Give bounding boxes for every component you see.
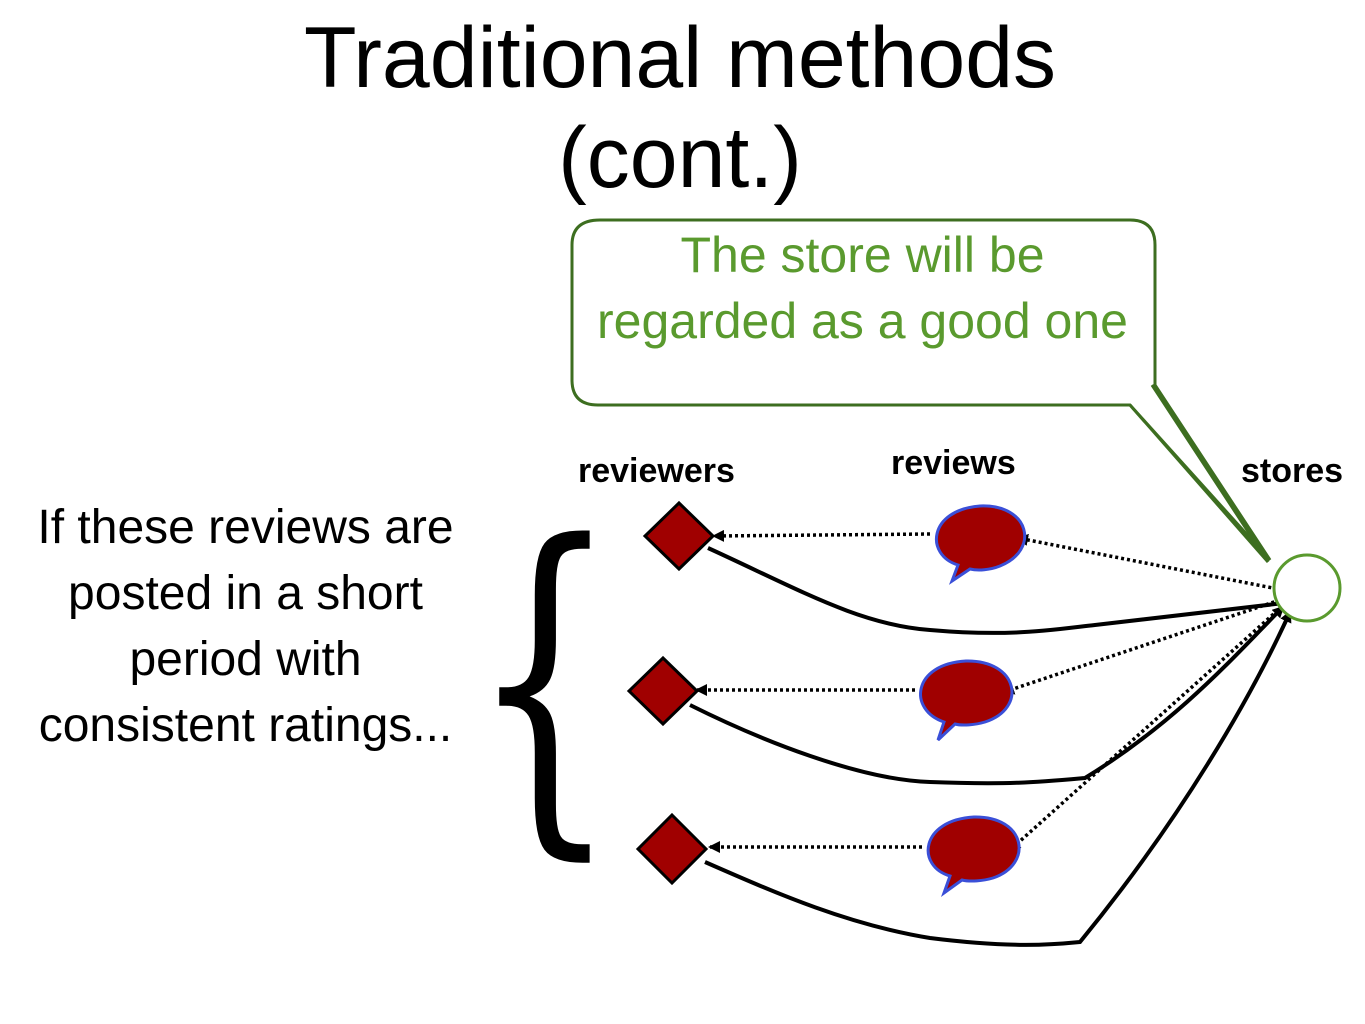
label-reviews: reviews: [891, 444, 1016, 482]
callout-text: The store will be regarded as a good one: [597, 227, 1128, 349]
review-reviewer-edges: [695, 529, 931, 853]
edge-reviewer-2-store: [689, 605, 1285, 786]
review-bubble: [919, 659, 1014, 742]
condition-text: If these reviews are posted in a short p…: [37, 501, 454, 752]
edge-reviewer-3-store: [704, 610, 1292, 947]
edge-store-review-2: [1002, 598, 1281, 695]
callout-bubble: [570, 218, 1272, 562]
left-curly-brace: {: [470, 470, 619, 889]
label-stores: stores: [1241, 452, 1344, 490]
review-bubble: [934, 504, 1027, 585]
reviewer-node: [635, 812, 709, 886]
store-node: [1272, 553, 1342, 623]
review-bubble: [926, 815, 1021, 898]
callout-pointer-edge: [1128, 384, 1270, 563]
reviewer-node: [642, 500, 716, 572]
label-reviewers: reviewers: [578, 452, 735, 490]
edge-store-review-3: [1008, 608, 1280, 852]
edge-review-1-reviewer: [712, 529, 931, 542]
edge-store-review-1: [1016, 534, 1284, 592]
reviewer-node: [626, 655, 700, 727]
review-nodes: [919, 504, 1027, 898]
edge-reviewer-1-store: [707, 546, 1295, 635]
reviewer-nodes: [626, 500, 716, 886]
reviewer-store-edges: [689, 546, 1295, 947]
slide-title: Traditional methods (cont.): [303, 10, 1057, 206]
store-review-edges: [1002, 534, 1284, 852]
